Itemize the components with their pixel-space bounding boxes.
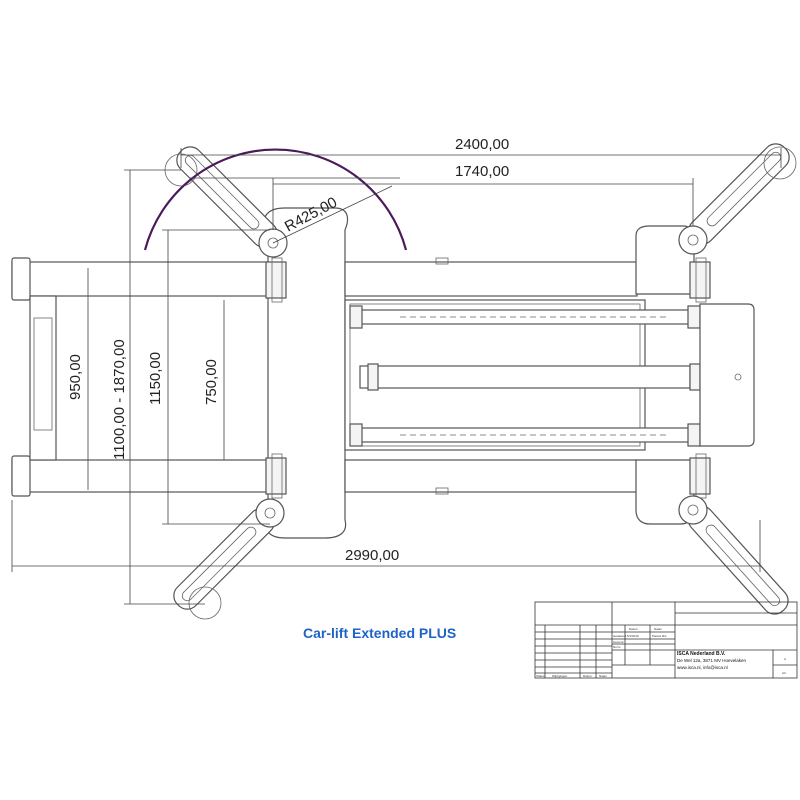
tb-getekend-name: Paulus Ris	[652, 634, 667, 638]
tb-status-label: Status	[536, 674, 545, 678]
dim-950: 950,00	[67, 354, 84, 400]
tb-contact: www.isca.nl, info@isca.nl	[677, 665, 728, 670]
tb-company: ISCA Nederland B.V.	[677, 651, 726, 657]
dim-750: 750,00	[203, 359, 220, 405]
dimension-lines	[11, 148, 782, 605]
tb-getekend-date: 5/1/2016	[627, 634, 639, 638]
drawing-title: Car-lift Extended PLUS	[303, 625, 456, 641]
tb-sheet-num: A3	[782, 671, 786, 675]
dim-2400: 2400,00	[455, 136, 509, 153]
tb-getekend-label: Getekend	[613, 634, 626, 638]
lift-frame	[11, 207, 755, 539]
tb-norm-label: Norm	[613, 645, 621, 649]
radius-arc	[143, 148, 408, 251]
tb-col-datum: Datum	[629, 627, 638, 631]
title-block: Datum Naam Getekend 5/1/2016 Paulus Ris …	[534, 601, 798, 679]
tb-naam-label: Naam	[599, 674, 608, 678]
tb-address: De Wel 12a, 3871 MV Hoevelaken	[677, 658, 746, 663]
dim-2990: 2990,00	[345, 547, 399, 564]
tb-datum-label: Datum	[583, 674, 592, 678]
dim-1740: 1740,00	[455, 163, 509, 180]
radius-arc-line	[143, 148, 408, 251]
tb-gecontroleerd-label: Gecontr.	[613, 640, 625, 644]
dim-1150: 1150,00	[147, 352, 164, 405]
tb-wijzigingen-label: Wijzigingen	[552, 674, 568, 678]
tb-sheet-label: A	[784, 657, 786, 661]
dim-1100-1870: 1100,00 - 1870,00	[111, 339, 128, 460]
tb-col-naam: Naam	[654, 627, 663, 631]
